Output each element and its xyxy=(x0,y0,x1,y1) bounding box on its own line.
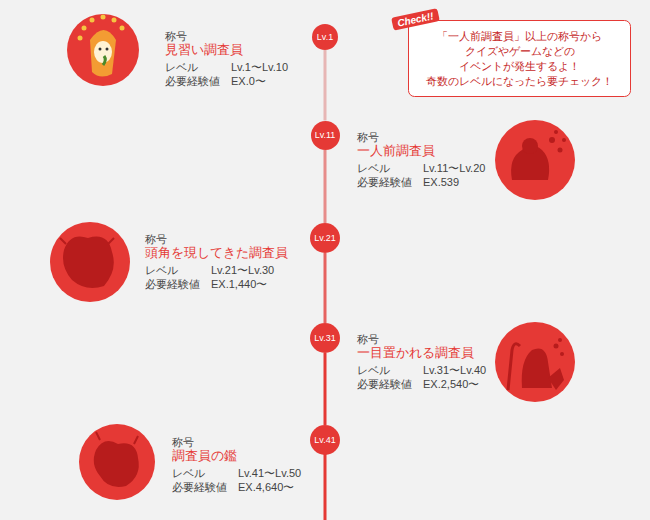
field-label: 必要経験値 xyxy=(357,378,412,391)
timeline-line xyxy=(324,253,327,323)
field-label: 必要経験値 xyxy=(145,278,200,291)
level-badge: Lv.41 xyxy=(310,425,340,455)
field-label: レベル xyxy=(357,364,390,377)
level-number: Lv.41 xyxy=(314,436,335,445)
level-title: 調査員の鑑 xyxy=(172,448,237,464)
field-label: レベル xyxy=(145,264,178,277)
timeline-line xyxy=(324,353,327,425)
level-title: 頭角を現してきた調査員 xyxy=(145,245,288,261)
field-value: Lv.21〜Lv.30 xyxy=(211,264,274,277)
field-value: EX.539 xyxy=(423,176,459,189)
field-label: レベル xyxy=(172,467,205,480)
level-badge: Lv.1 xyxy=(312,24,338,50)
field-value: Lv.31〜Lv.40 xyxy=(423,364,486,377)
level-title: 見習い調査員 xyxy=(165,42,243,58)
title-caption: 称号 xyxy=(357,333,379,346)
field-label: レベル xyxy=(357,162,390,175)
character-badge xyxy=(67,14,139,86)
field-value: EX.2,540〜 xyxy=(423,378,479,391)
callout-box: 「一人前調査員」以上の称号から クイズやゲームなどの イベントが発生するよ！ 奇… xyxy=(408,20,631,97)
field-value: Lv.1〜Lv.10 xyxy=(231,61,288,74)
title-caption: 称号 xyxy=(172,436,194,449)
level-number: Lv.21 xyxy=(314,234,335,243)
level-title: 一人前調査員 xyxy=(357,143,435,159)
field-label: レベル xyxy=(165,61,198,74)
timeline-line xyxy=(324,150,327,224)
silhouette-badge xyxy=(495,120,575,200)
level-title: 一目置かれる調査員 xyxy=(357,345,474,361)
field-value: EX.0〜 xyxy=(231,75,266,88)
level-number: Lv.31 xyxy=(314,334,335,343)
field-value: Lv.41〜Lv.50 xyxy=(238,467,301,480)
title-caption: 称号 xyxy=(165,30,187,43)
field-value: Lv.11〜Lv.20 xyxy=(423,162,485,175)
level-number: Lv.1 xyxy=(317,33,333,42)
field-value: EX.4,640〜 xyxy=(238,481,294,494)
level-badge: Lv.31 xyxy=(310,323,340,353)
callout-text: 「一人前調査員」以上の称号から クイズやゲームなどの イベントが発生するよ！ 奇… xyxy=(417,29,622,89)
level-badge: Lv.21 xyxy=(310,223,340,253)
silhouette-badge xyxy=(50,222,130,302)
title-caption: 称号 xyxy=(145,233,167,246)
level-number: Lv.11 xyxy=(315,131,336,140)
silhouette-badge xyxy=(79,424,155,500)
field-label: 必要経験値 xyxy=(172,481,227,494)
silhouette-badge xyxy=(495,322,575,402)
level-badge: Lv.11 xyxy=(311,121,340,150)
field-label: 必要経験値 xyxy=(165,75,220,88)
title-caption: 称号 xyxy=(357,131,379,144)
field-value: EX.1,440〜 xyxy=(211,278,267,291)
timeline-line xyxy=(324,50,327,121)
field-label: 必要経験値 xyxy=(357,176,412,189)
timeline-tail xyxy=(324,445,327,520)
